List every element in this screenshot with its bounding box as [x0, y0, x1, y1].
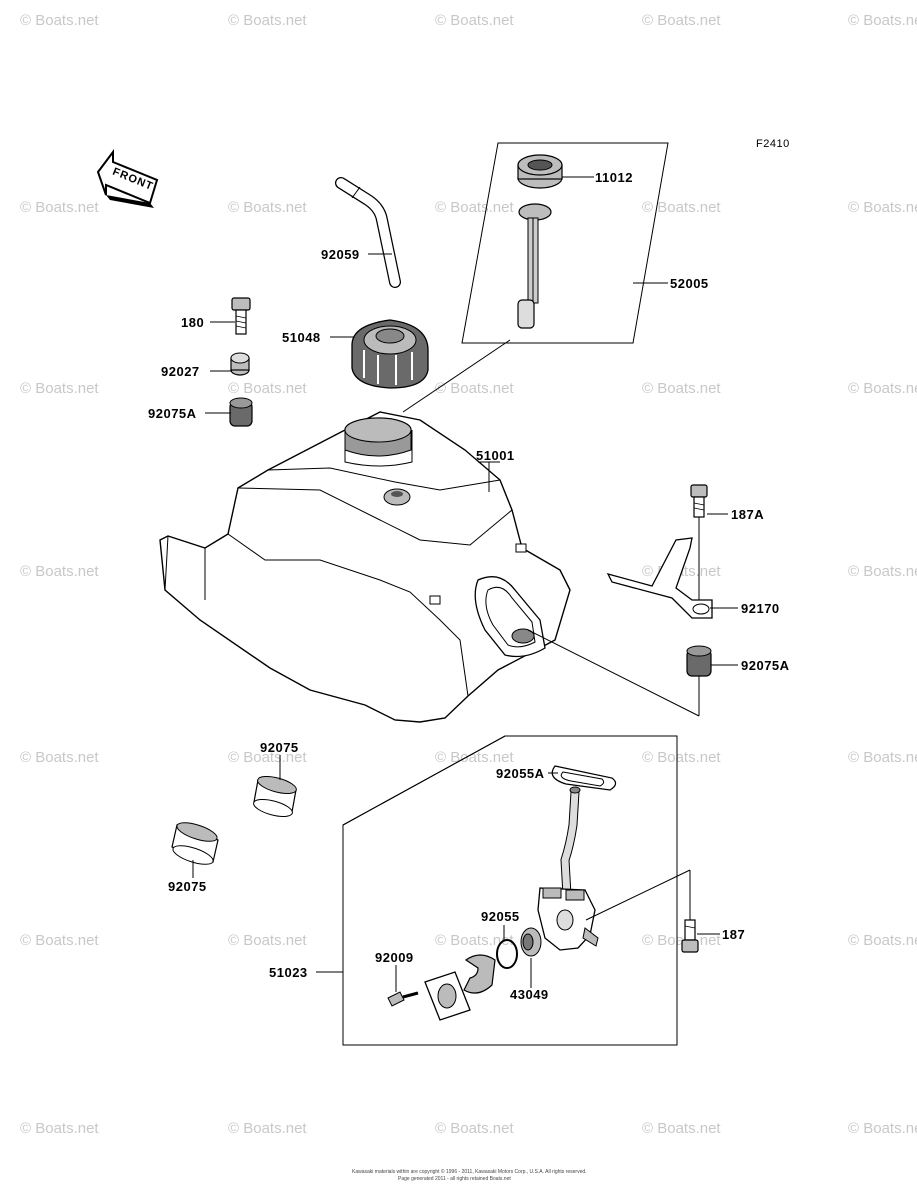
diaphragm-43049: [520, 927, 542, 957]
collar-92075-b: [171, 822, 219, 865]
part-label-43049: 43049: [510, 987, 549, 1002]
fuel-gauge-assembly: [461, 142, 669, 344]
o-ring-92055: [496, 939, 518, 969]
watermark: © Boats.net: [228, 1120, 307, 1137]
watermark: © Boats.net: [20, 932, 99, 949]
part-label-187a: 187A: [731, 507, 764, 522]
front-arrow-icon: FRONT: [96, 149, 159, 208]
part-label-51023: 51023: [269, 965, 308, 980]
watermark: © Boats.net: [228, 199, 307, 216]
watermark: © Boats.net: [435, 199, 514, 216]
watermark: © Boats.net: [642, 1120, 721, 1137]
watermark: © Boats.net: [435, 1120, 514, 1137]
part-label-92075-b: 92075: [168, 879, 207, 894]
part-label-92009: 92009: [375, 950, 414, 965]
lever: [463, 954, 496, 994]
part-label-92027: 92027: [161, 364, 200, 379]
watermark-layer: © Boats.net © Boats.net © Boats.net © Bo…: [20, 12, 917, 1137]
part-label-92055: 92055: [481, 909, 520, 924]
watermark: © Boats.net: [848, 563, 917, 580]
fuel-valve-assembly: [342, 735, 691, 1046]
watermark: © Boats.net: [20, 563, 99, 580]
watermark: © Boats.net: [642, 12, 721, 29]
copyright-line-1: Kawasaki materials within are copyright …: [352, 1168, 587, 1175]
watermark: © Boats.net: [435, 380, 514, 397]
part-label-92055a: 92055A: [496, 766, 545, 781]
copyright-line-2: Page generated 2011 - all rights retaine…: [398, 1176, 511, 1182]
watermark: © Boats.net: [848, 199, 917, 216]
figure-code: F2410: [756, 138, 790, 150]
part-label-92059: 92059: [321, 247, 360, 262]
watermark: © Boats.net: [642, 749, 721, 766]
collar-92027: [230, 352, 250, 376]
watermark: © Boats.net: [848, 932, 917, 949]
part-label-51048: 51048: [282, 330, 321, 345]
valve-plate: [424, 971, 471, 1021]
bracket-92170: [606, 537, 713, 619]
fuel-tank-cap-51048: [351, 319, 429, 389]
watermark: © Boats.net: [435, 12, 514, 29]
fuel-tank-51001: [159, 411, 571, 723]
watermark: © Boats.net: [20, 199, 99, 216]
watermark: © Boats.net: [20, 12, 99, 29]
part-label-11012: 11012: [595, 170, 633, 185]
watermark: © Boats.net: [848, 1120, 917, 1137]
watermark: © Boats.net: [20, 749, 99, 766]
damper-92075a-right: [686, 645, 712, 677]
watermark: © Boats.net: [20, 380, 99, 397]
gasket-92055a: [551, 765, 617, 791]
bolt-187a: [690, 484, 708, 518]
watermark: © Boats.net: [228, 932, 307, 949]
part-label-180: 180: [181, 315, 204, 330]
watermark: © Boats.net: [848, 749, 917, 766]
part-label-92075a-top: 92075A: [148, 406, 197, 421]
watermark: © Boats.net: [228, 12, 307, 29]
fuel-gauge-sender: [517, 203, 552, 329]
watermark: © Boats.net: [642, 199, 721, 216]
watermark: © Boats.net: [848, 12, 917, 29]
watermark: © Boats.net: [642, 380, 721, 397]
part-label-52005: 52005: [670, 276, 709, 291]
watermark: © Boats.net: [435, 932, 514, 949]
collar-92075-a: [253, 775, 297, 818]
part-label-92075a-right: 92075A: [741, 658, 790, 673]
damper-92075a: [229, 397, 253, 427]
part-label-51001: 51001: [476, 448, 515, 463]
bolt-180: [231, 297, 251, 335]
part-label-92170: 92170: [741, 601, 780, 616]
breather-hose-92059: [335, 177, 401, 288]
watermark: © Boats.net: [435, 749, 514, 766]
watermark: © Boats.net: [228, 749, 307, 766]
screw-92009: [387, 991, 419, 1007]
part-label-92075-a: 92075: [260, 740, 299, 755]
watermark: © Boats.net: [228, 380, 307, 397]
grommet-11012: [517, 154, 563, 189]
part-label-187: 187: [722, 927, 745, 942]
watermark: © Boats.net: [20, 1120, 99, 1137]
watermark: © Boats.net: [642, 932, 721, 949]
bolt-187: [681, 870, 699, 953]
fuel-valve-body: [537, 786, 599, 951]
watermark: © Boats.net: [848, 380, 917, 397]
